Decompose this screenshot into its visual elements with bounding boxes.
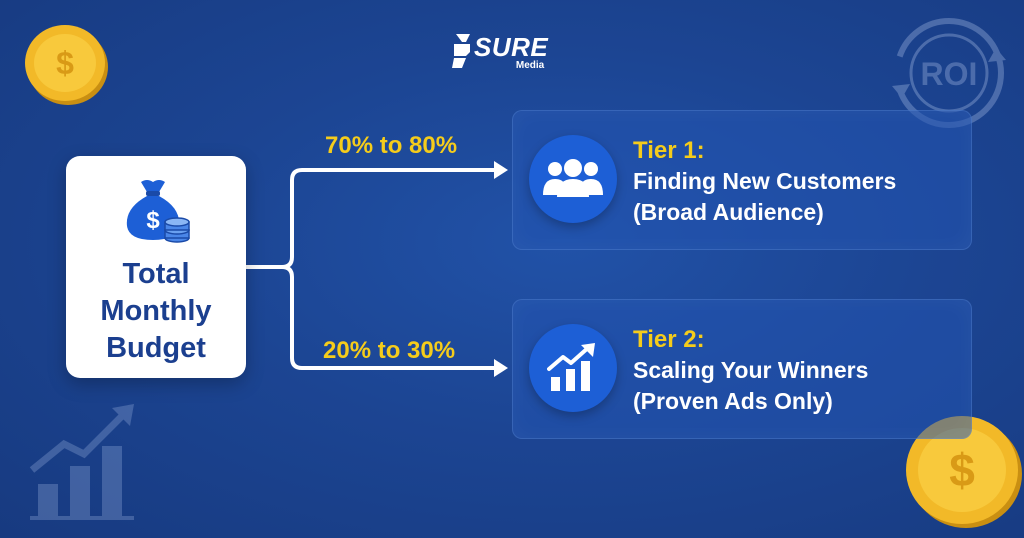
users-group-icon: [543, 159, 603, 197]
budget-title-line: Total: [122, 258, 190, 290]
tier-label: Tier 1:: [633, 137, 705, 164]
tier-icon-badge: [529, 135, 617, 223]
budget-title: Total Monthly Budget: [76, 256, 236, 367]
tier-2-card: Tier 2: Scaling Your Winners (Proven Ads…: [512, 299, 972, 439]
budget-title-line: Budget: [106, 332, 206, 364]
svg-text:$: $: [146, 207, 160, 234]
growth-chart-decoration-icon: [29, 404, 134, 520]
growth-chart-icon: [547, 343, 595, 391]
dollar-coin-icon: $: [906, 416, 1022, 528]
roi-badge-text: ROI: [921, 56, 978, 92]
tier-audience: (Broad Audience): [633, 199, 824, 225]
tier-icon-badge: [529, 324, 617, 412]
dollar-coin-icon: $: [25, 25, 108, 105]
logo-subtitle: Media: [515, 60, 545, 71]
arrowhead-top: [494, 161, 508, 179]
branch-line-bottom: [244, 265, 496, 370]
logo-mark-icon: [452, 34, 470, 68]
tier-description: Scaling Your Winners: [633, 357, 869, 383]
logo-wordmark: SURE: [474, 32, 549, 62]
brand-logo: SURE Media: [452, 34, 576, 74]
tier-label: Tier 2:: [633, 326, 705, 353]
tier-audience: (Proven Ads Only): [633, 388, 833, 414]
logo-text: SURE Media: [474, 34, 548, 71]
budget-title-line: Monthly: [100, 295, 212, 327]
tier-text: Tier 2: Scaling Your Winners (Proven Ads…: [633, 324, 868, 417]
tier-description: Finding New Customers: [633, 168, 897, 194]
money-bag-icon: $: [126, 180, 190, 243]
arrowhead-bottom: [494, 359, 508, 377]
roi-cycle-icon: ROI: [892, 18, 1006, 128]
tier-text: Tier 1: Finding New Customers (Broad Aud…: [633, 135, 896, 228]
coin-symbol: $: [56, 45, 74, 81]
total-budget-card: $ Total Monthly Budget: [66, 156, 246, 378]
coin-symbol: $: [949, 444, 975, 496]
tier-1-card: Tier 1: Finding New Customers (Broad Aud…: [512, 110, 972, 250]
branch-line-top: [244, 168, 496, 269]
branch-percentage-label: 20% to 30%: [323, 337, 456, 364]
branch-percentage-label: 70% to 80%: [325, 132, 458, 159]
